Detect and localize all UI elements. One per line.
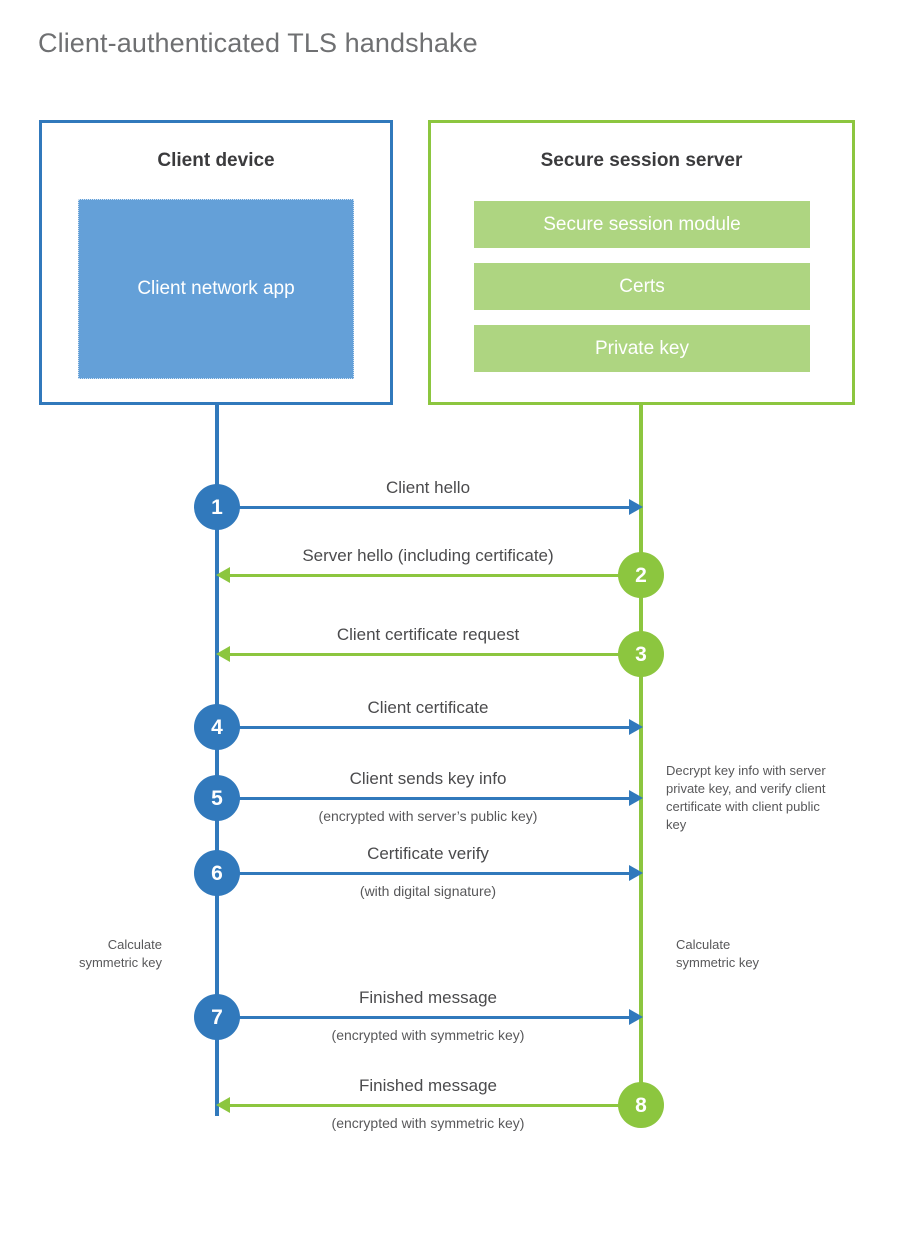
message-arrow-shaft-7: [217, 1016, 631, 1019]
message-arrow-shaft-8: [228, 1104, 641, 1107]
message-sublabel-6: (with digital signature): [359, 883, 497, 899]
message-arrow-head-6: [629, 865, 643, 881]
server-module-secure-session-module: Secure session module: [474, 201, 810, 248]
step-circle-2[interactable]: 2: [618, 552, 664, 598]
secure-session-server-title: Secure session server: [540, 150, 743, 171]
client-device-box: Client device Client network app: [39, 120, 393, 405]
step-circle-6[interactable]: 6: [194, 850, 240, 896]
message-sublabel-5: (encrypted with server’s public key): [318, 808, 538, 824]
page-title: Client-authenticated TLS handshake: [38, 28, 478, 58]
annotation-client-calculate-symmetric-key: Calculate symmetric key: [78, 937, 162, 970]
message-arrow-shaft-3: [228, 653, 641, 656]
message-label-2: Server hello (including certificate): [302, 546, 554, 565]
step-circle-7[interactable]: 7: [194, 994, 240, 1040]
client-network-app-block: Client network app: [78, 199, 354, 379]
message-arrow-shaft-4: [217, 726, 631, 729]
message-sublabel-7: (encrypted with symmetric key): [331, 1027, 525, 1043]
message-arrow-head-8: [216, 1097, 230, 1113]
step-circle-1[interactable]: 1: [194, 484, 240, 530]
message-arrow-shaft-5: [217, 797, 631, 800]
message-arrow-shaft-1: [217, 506, 631, 509]
message-arrow-head-4: [629, 719, 643, 735]
message-arrow-shaft-6: [217, 872, 631, 875]
message-label-5: Client sends key info: [349, 769, 507, 788]
server-module-private-key: Private key: [474, 325, 810, 372]
message-arrow-shaft-2: [228, 574, 641, 577]
server-lifeline: [639, 405, 643, 1105]
step-circle-3[interactable]: 3: [618, 631, 664, 677]
message-label-4: Client certificate: [367, 698, 489, 717]
message-label-3: Client certificate request: [336, 625, 520, 644]
message-label-6: Certificate verify: [367, 844, 489, 863]
client-lifeline: [215, 405, 219, 1116]
message-label-1: Client hello: [385, 478, 471, 497]
client-device-title: Client device: [157, 150, 275, 171]
message-arrow-head-7: [629, 1009, 643, 1025]
message-sublabel-8: (encrypted with symmetric key): [331, 1115, 525, 1131]
message-arrow-head-2: [216, 567, 230, 583]
annotation-server-calculate-symmetric-key: Calculate symmetric key: [676, 937, 760, 970]
message-arrow-head-3: [216, 646, 230, 662]
message-arrow-head-1: [629, 499, 643, 515]
message-label-7: Finished message: [359, 988, 497, 1007]
secure-session-server-box: Secure session server Secure session mod…: [428, 120, 855, 405]
step-circle-5[interactable]: 5: [194, 775, 240, 821]
annotation-server-decrypt-and-verify: Decrypt key info with server private key…: [666, 763, 826, 832]
server-module-certs: Certs: [474, 263, 810, 310]
step-circle-8[interactable]: 8: [618, 1082, 664, 1128]
message-arrow-head-5: [629, 790, 643, 806]
message-label-8: Finished message: [359, 1076, 497, 1095]
step-circle-4[interactable]: 4: [194, 704, 240, 750]
